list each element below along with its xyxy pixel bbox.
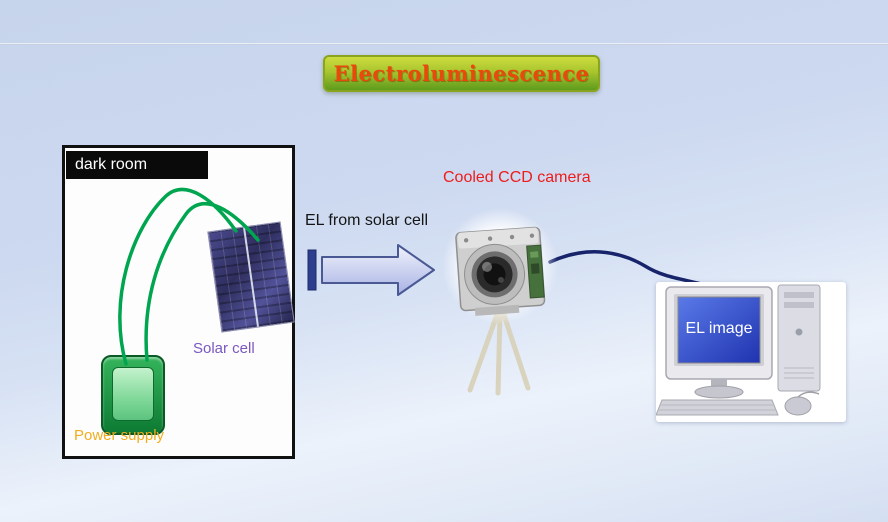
el-from-solar-cell-label: EL from solar cell xyxy=(305,212,428,229)
title-banner: Electroluminescence xyxy=(323,55,600,92)
tripod-legs-icon xyxy=(467,309,531,396)
ccd-camera-graphic xyxy=(442,208,558,324)
el-image-screen-label: EL image xyxy=(685,320,753,337)
top-divider-line xyxy=(0,43,888,45)
right-block-arrow-icon xyxy=(321,244,435,296)
dark-room-label: dark room xyxy=(66,151,208,179)
solar-cell-label: Solar cell xyxy=(193,340,255,357)
el-emission-bar xyxy=(307,249,317,291)
ccd-camera-drawing xyxy=(455,226,546,316)
cooled-ccd-camera-label: Cooled CCD camera xyxy=(443,169,591,186)
power-supply-graphic xyxy=(101,355,165,435)
power-supply-window xyxy=(112,367,154,421)
solar-panel-graphic xyxy=(207,221,295,333)
computer-drawing xyxy=(655,284,821,416)
power-supply-label: Power supply xyxy=(74,427,165,444)
desktop-computer-graphic: EL image xyxy=(655,282,846,422)
